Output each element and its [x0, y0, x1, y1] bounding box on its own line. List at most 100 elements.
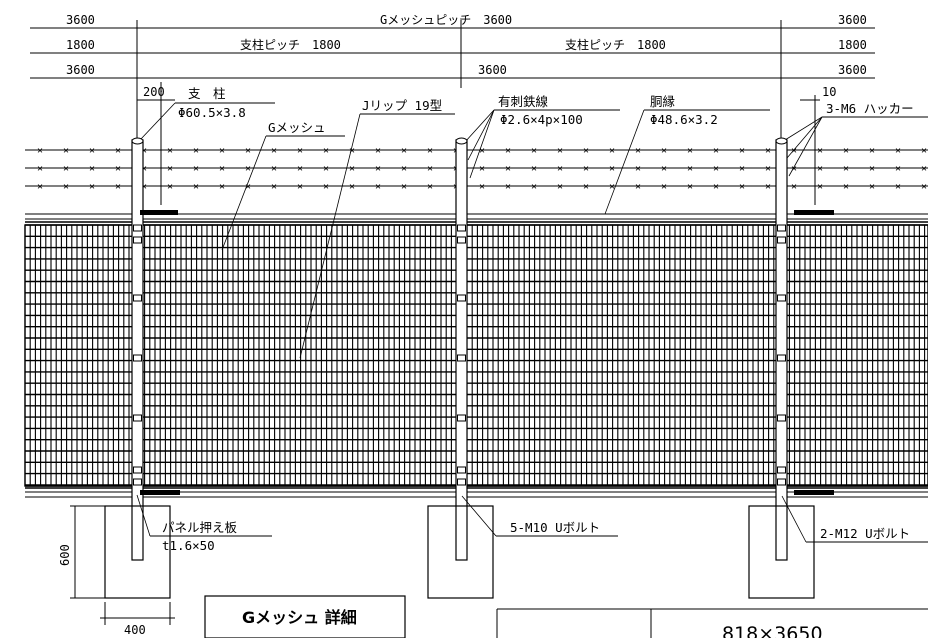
svg-text:×: × [713, 164, 719, 175]
svg-text:×: × [193, 146, 199, 157]
svg-text:×: × [687, 146, 693, 157]
svg-text:×: × [245, 164, 251, 175]
svg-text:×: × [817, 182, 823, 193]
svg-text:×: × [427, 182, 433, 193]
svg-text:×: × [375, 146, 381, 157]
svg-text:×: × [661, 146, 667, 157]
dim-row2-center-right: 支柱ピッチ 1800 [565, 37, 666, 52]
svg-text:×: × [531, 182, 537, 193]
svg-text:×: × [271, 164, 277, 175]
svg-text:×: × [89, 182, 95, 193]
svg-text:×: × [921, 164, 927, 175]
svg-text:×: × [193, 164, 199, 175]
svg-text:×: × [557, 146, 563, 157]
label-rail-spec: Φ48.6×3.2 [650, 112, 718, 127]
svg-text:×: × [869, 182, 875, 193]
svg-text:×: × [687, 164, 693, 175]
label-j-lip: Jリップ 19型 [362, 98, 442, 113]
svg-text:×: × [479, 164, 485, 175]
svg-text:×: × [349, 164, 355, 175]
label-barbed-wire-spec: Φ2.6×4p×100 [500, 112, 583, 127]
svg-text:×: × [297, 164, 303, 175]
svg-text:×: × [349, 146, 355, 157]
title-text: Gメッシュ 詳細 [242, 608, 357, 627]
svg-text:×: × [37, 146, 43, 157]
svg-text:×: × [193, 182, 199, 193]
dim-row3-center: 3600 [478, 63, 507, 77]
svg-text:×: × [843, 182, 849, 193]
svg-text:×: × [557, 182, 563, 193]
svg-text:×: × [869, 164, 875, 175]
leader-lines [139, 102, 823, 359]
svg-text:×: × [89, 146, 95, 157]
label-u-bolt-2: 2-M12 Uボルト [820, 526, 910, 541]
svg-text:×: × [401, 146, 407, 157]
svg-text:×: × [505, 146, 511, 157]
dim-row3-right: 3600 [838, 63, 867, 77]
svg-text:×: × [479, 146, 485, 157]
svg-text:×: × [427, 146, 433, 157]
svg-text:×: × [505, 164, 511, 175]
svg-text:×: × [245, 146, 251, 157]
svg-text:×: × [141, 182, 147, 193]
svg-text:×: × [401, 182, 407, 193]
posts [131, 137, 788, 561]
svg-text:×: × [895, 164, 901, 175]
svg-text:×: × [713, 182, 719, 193]
svg-text:×: × [115, 146, 121, 157]
svg-text:×: × [167, 182, 173, 193]
label-post-spec: Φ60.5×3.8 [178, 105, 246, 120]
dim-row1-center: Gメッシュピッチ 3600 [380, 13, 512, 27]
svg-text:×: × [349, 182, 355, 193]
svg-text:×: × [505, 182, 511, 193]
svg-text:×: × [765, 182, 771, 193]
svg-text:×: × [843, 146, 849, 157]
svg-text:×: × [635, 164, 641, 175]
dim-row2-center-left: 支柱ピッチ 1800 [240, 37, 341, 52]
label-panel-plate-name: パネル押え板 [162, 520, 238, 535]
svg-text:×: × [115, 182, 121, 193]
svg-text:×: × [583, 182, 589, 193]
dim-height-600: 600 [58, 544, 72, 566]
svg-text:×: × [63, 146, 69, 157]
svg-text:×: × [739, 146, 745, 157]
dim-row2-right: 1800 [838, 38, 867, 52]
label-panel-plate-spec: t1.6×50 [162, 538, 215, 553]
svg-text:×: × [765, 146, 771, 157]
dim-small-left: 200 [143, 85, 165, 99]
spec-table-value: 818×3650 [722, 623, 823, 638]
svg-text:×: × [895, 182, 901, 193]
svg-text:×: × [921, 146, 927, 157]
u-bolts [133, 224, 786, 486]
svg-text:×: × [739, 164, 745, 175]
foundation-center [427, 505, 494, 599]
dim-row1-left: 3600 [66, 13, 95, 27]
svg-text:×: × [687, 182, 693, 193]
svg-text:×: × [557, 164, 563, 175]
svg-text:×: × [219, 182, 225, 193]
svg-text:×: × [297, 146, 303, 157]
dim-small-right: 10 [822, 85, 836, 99]
svg-text:×: × [661, 164, 667, 175]
svg-text:×: × [219, 164, 225, 175]
svg-text:×: × [297, 182, 303, 193]
svg-text:×: × [63, 182, 69, 193]
svg-text:×: × [531, 146, 537, 157]
svg-text:×: × [817, 146, 823, 157]
svg-text:×: × [245, 182, 251, 193]
svg-text:×: × [37, 182, 43, 193]
svg-text:×: × [401, 164, 407, 175]
svg-text:×: × [661, 182, 667, 193]
post-center [455, 139, 468, 561]
spec-table [496, 608, 928, 638]
label-barbed-wire-name: 有刺鉄線 [498, 94, 549, 109]
svg-text:×: × [609, 146, 615, 157]
label-g-mesh: Gメッシュ [268, 120, 326, 135]
svg-text:×: × [141, 146, 147, 157]
svg-text:×: × [141, 164, 147, 175]
svg-text:×: × [323, 182, 329, 193]
svg-text:×: × [167, 146, 173, 157]
svg-text:×: × [583, 164, 589, 175]
svg-text:×: × [323, 164, 329, 175]
